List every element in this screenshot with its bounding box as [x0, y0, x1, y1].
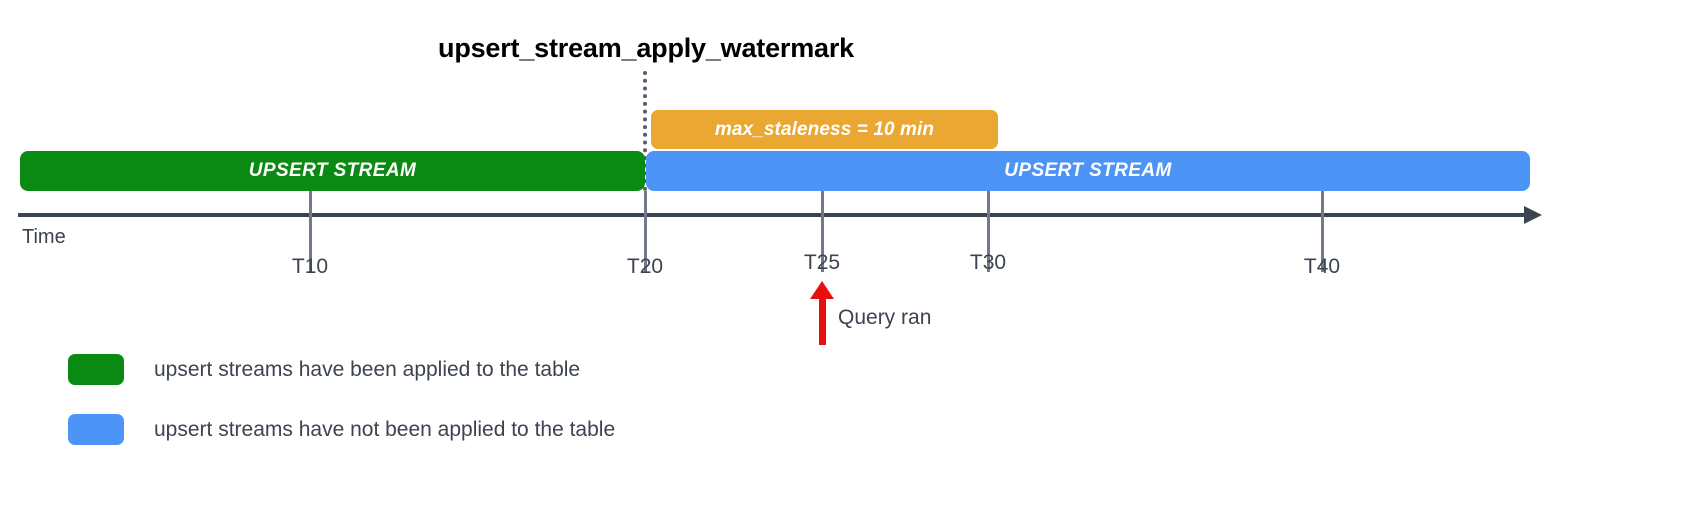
upsert-stream-not-applied-label: UPSERT STREAM: [1004, 160, 1172, 181]
axis-tick-t25: [821, 191, 824, 272]
legend-label-not-applied: upsert streams have not been applied to …: [154, 417, 616, 441]
axis-tick-label-t10: T10: [291, 255, 329, 278]
axis-tick-t10: [309, 191, 312, 272]
axis-tick-label-t30: T30: [969, 251, 1007, 274]
upsert-stream-applied-label: UPSERT STREAM: [248, 160, 417, 181]
time-axis-line: [18, 213, 1530, 217]
axis-tick-label-t25: T25: [803, 251, 841, 274]
time-axis-caption: Time: [22, 226, 66, 248]
time-axis-arrow-icon: [1524, 206, 1542, 224]
query-ran-arrow-shaft: [819, 297, 826, 345]
query-ran-arrow-icon: [810, 281, 834, 299]
query-ran-label: Query ran: [838, 306, 932, 329]
legend-swatch-blue: [68, 414, 124, 445]
max-staleness-bar: max_staleness = 10 min: [651, 110, 998, 149]
diagram-title: upsert_stream_apply_watermark: [438, 33, 854, 63]
axis-tick-t20: [644, 191, 647, 272]
watermark-dotted-line: [643, 71, 647, 191]
legend-label-applied: upsert streams have been applied to the …: [154, 357, 581, 381]
axis-tick-t40: [1321, 191, 1324, 272]
legend-swatch-green: [68, 354, 124, 385]
axis-tick-label-t40: T40: [1303, 255, 1341, 278]
upsert-stream-not-applied-bar: UPSERT STREAM: [646, 151, 1530, 191]
axis-tick-t30: [987, 191, 990, 272]
max-staleness-bar-label: max_staleness = 10 min: [714, 118, 935, 140]
axis-tick-label-t20: T20: [626, 255, 664, 278]
upsert-stream-applied-bar: UPSERT STREAM: [20, 151, 645, 191]
legend-item-applied: upsert streams have been applied to the …: [68, 354, 580, 385]
legend-item-not-applied: upsert streams have not been applied to …: [68, 414, 615, 445]
